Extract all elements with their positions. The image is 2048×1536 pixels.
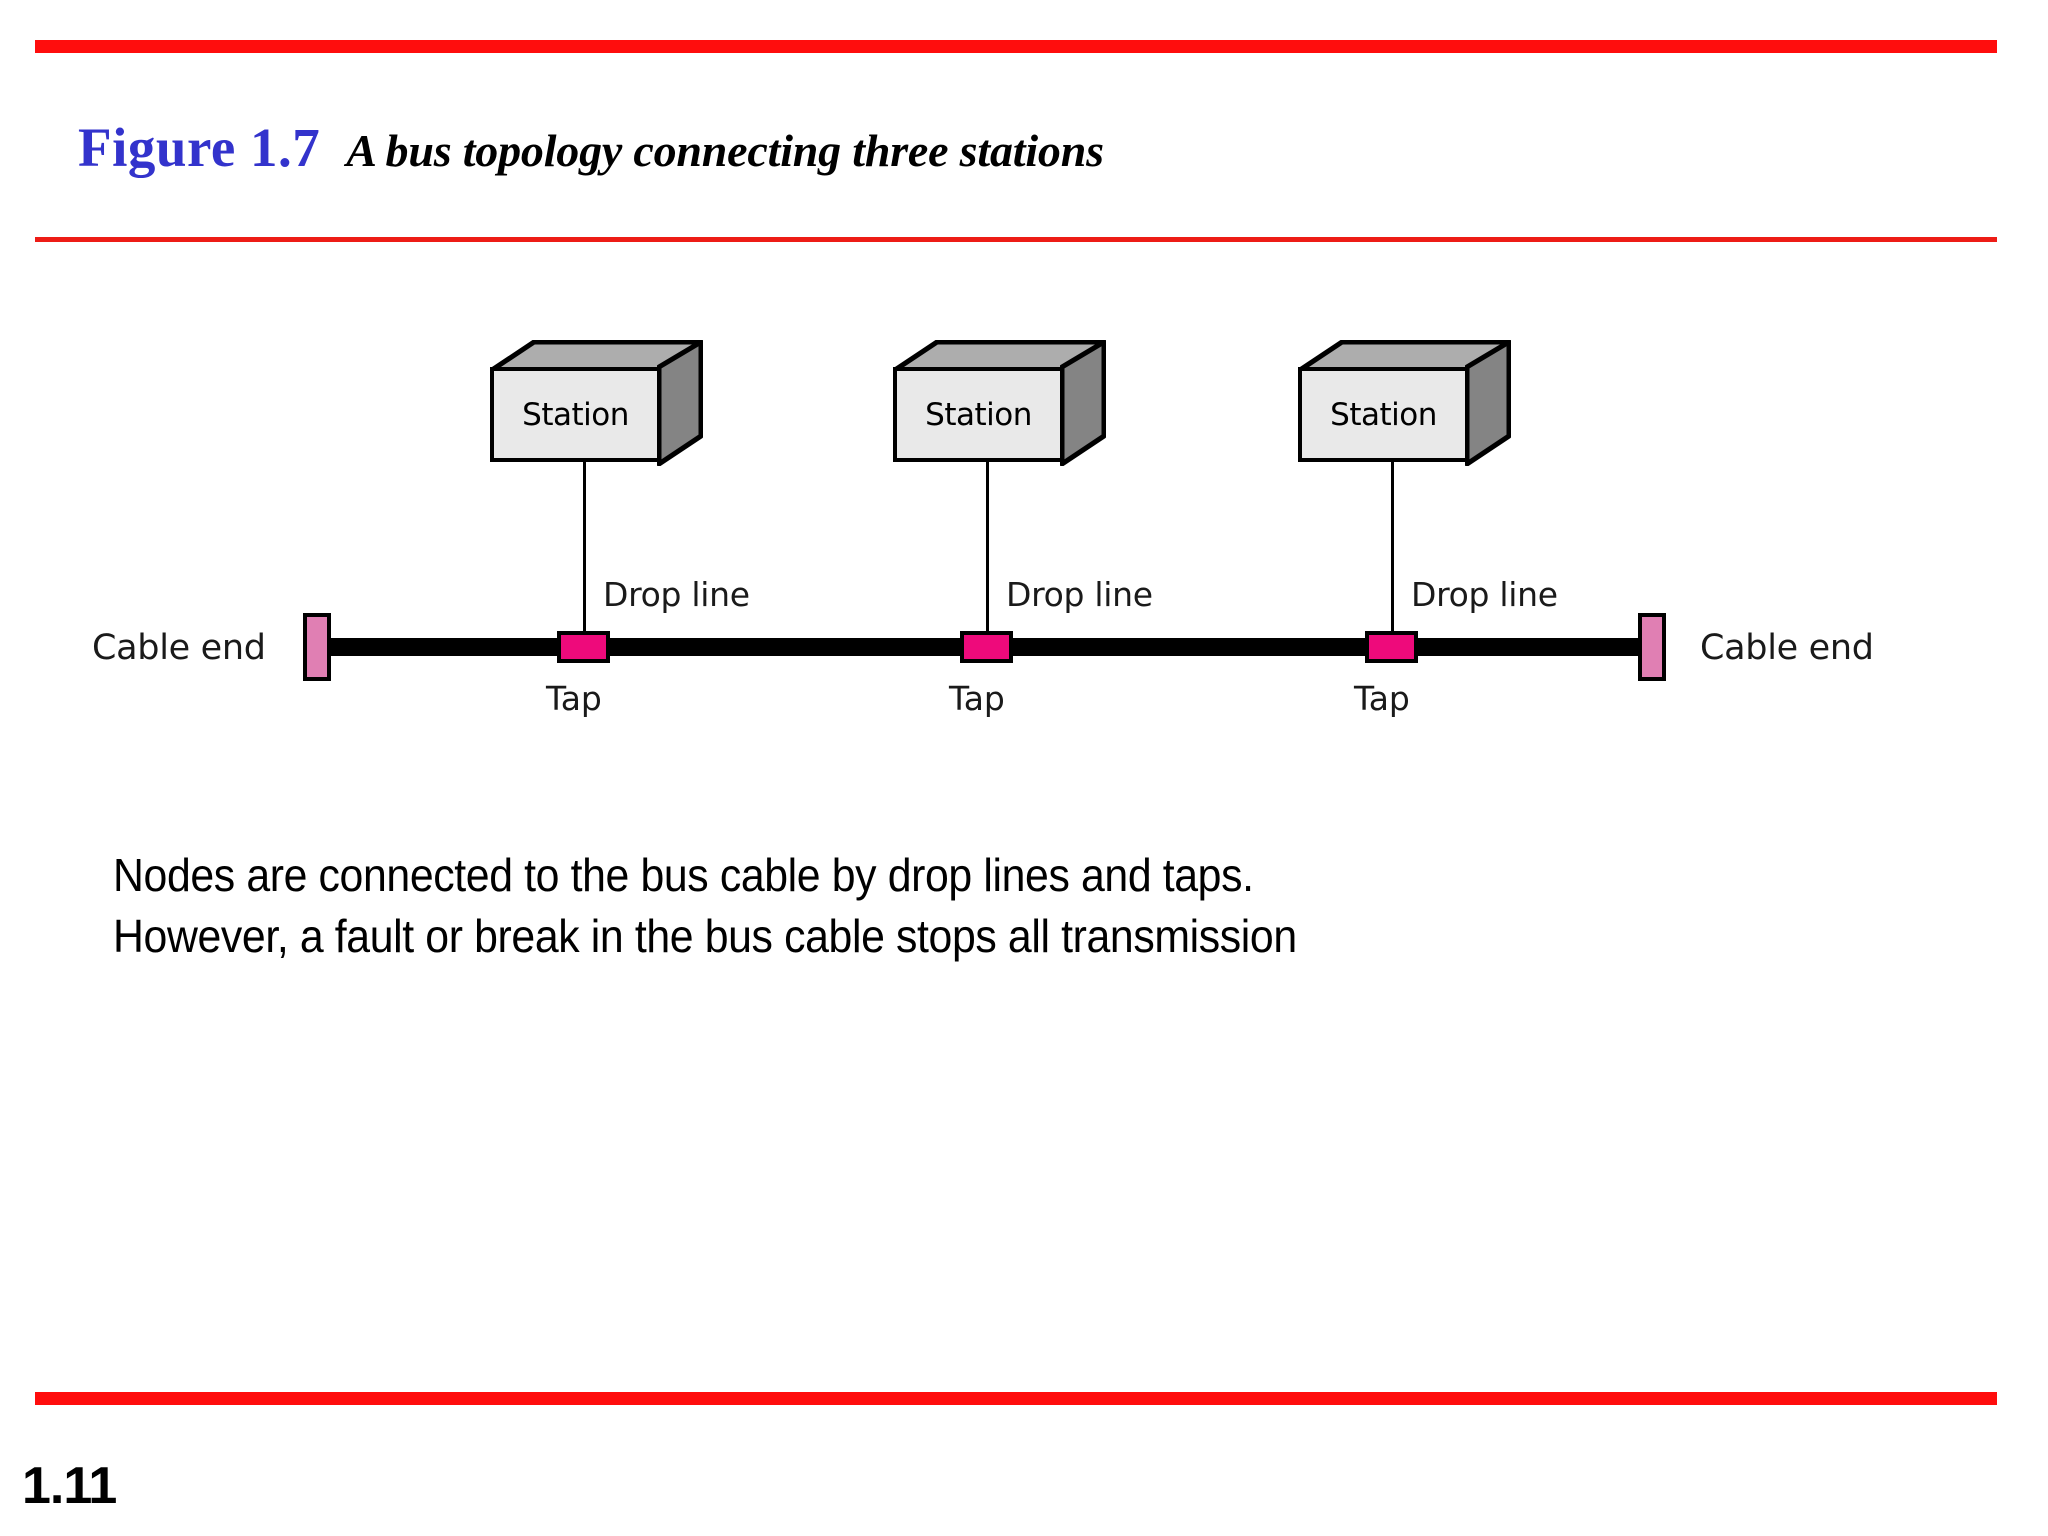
drop-line-label-2: Drop line [1006,575,1153,614]
top-red-rule [35,40,1997,53]
station-box-1: Station [490,340,703,466]
station-label-3: Station [1330,396,1437,433]
station-side-face-1 [657,340,703,466]
station-label-1: Station [522,396,629,433]
figure-number-label: Figure 1.7 [78,117,321,178]
body-text-line-1: Nodes are connected to the bus cable by … [113,849,1254,901]
station-box-3: Station [1298,340,1511,466]
page-number: 1.11 [22,1457,117,1515]
station-front-face-2: Station [893,367,1064,462]
station-front-face-3: Station [1298,367,1469,462]
tap-2 [960,631,1013,663]
station-side-face-2 [1060,340,1106,466]
drop-line-3 [1391,462,1394,638]
cable-end-left [303,613,331,681]
tap-label-2: Tap [949,679,1005,718]
tap-label-1: Tap [546,679,602,718]
tap-3 [1365,631,1418,663]
drop-line-1 [583,462,586,638]
tap-1 [557,631,610,663]
drop-line-label-3: Drop line [1411,575,1558,614]
bottom-red-rule [35,1392,1997,1405]
cable-end-right-label: Cable end [1700,628,1874,668]
drop-line-2 [986,462,989,638]
station-front-face-1: Station [490,367,661,462]
drop-line-label-1: Drop line [603,575,750,614]
cable-end-right [1638,613,1666,681]
station-side-face-3 [1465,340,1511,466]
figure-title: Figure 1.7 A bus topology connecting thre… [78,120,1104,175]
cable-end-left-label: Cable end [92,628,266,668]
station-box-2: Station [893,340,1106,466]
body-text-line-2: However, a fault or break in the bus cab… [113,910,1297,963]
tap-label-3: Tap [1354,679,1410,718]
station-label-2: Station [925,396,1032,433]
body-text-block: Nodes are connected to the bus cable by … [113,845,1297,967]
title-underline-rule [35,237,1997,242]
figure-caption-label: A bus topology connecting three stations [346,125,1104,176]
